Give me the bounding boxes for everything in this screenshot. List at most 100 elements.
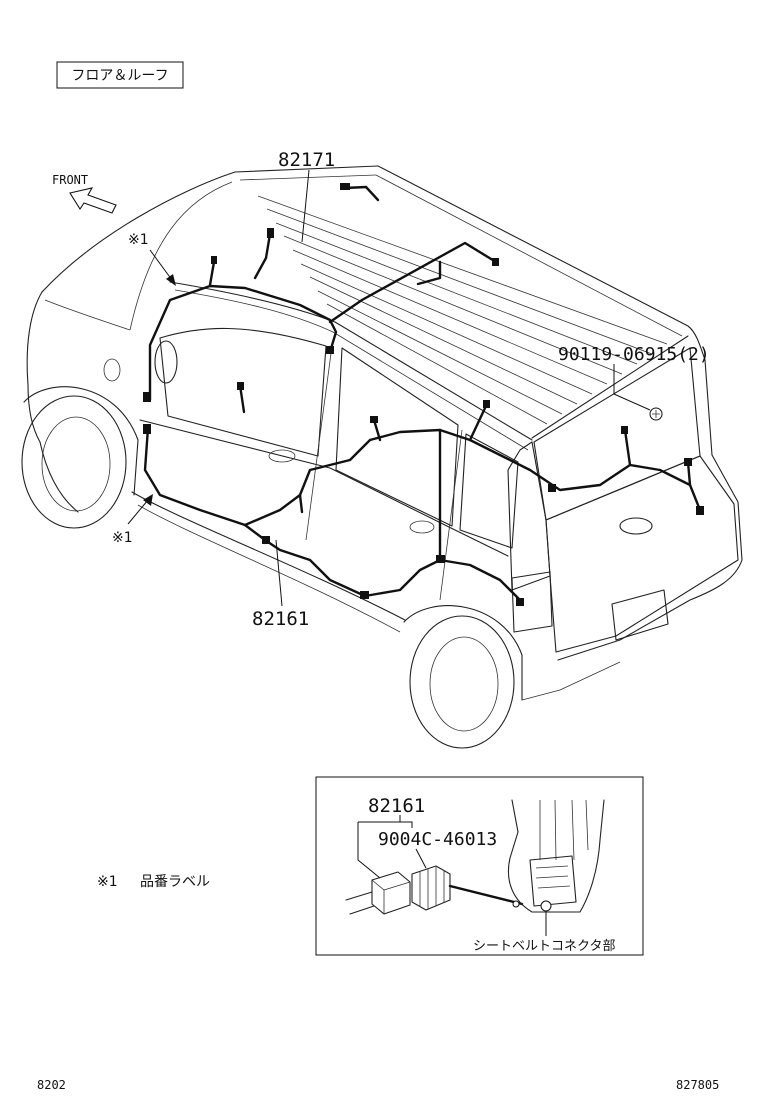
leader-line xyxy=(613,364,651,411)
roof-harness-cross xyxy=(328,241,498,324)
front-direction-indicator: FRONT xyxy=(52,173,117,214)
harness-connector xyxy=(340,183,350,190)
callout-82161: 82161 xyxy=(252,539,309,630)
roof-harness-branch xyxy=(253,232,272,280)
harness-connector xyxy=(370,416,378,423)
inset-caption: シートベルトコネクタ部 xyxy=(473,939,615,954)
inset-part-sub: 9004C-46013 xyxy=(378,829,497,850)
front-door-handle xyxy=(268,449,296,463)
front-label: FRONT xyxy=(52,173,88,187)
harness-connector xyxy=(436,555,445,563)
note-mark: ※1 xyxy=(97,874,118,890)
section-label-frame xyxy=(56,61,184,89)
front-tire xyxy=(21,395,127,529)
connector-face xyxy=(371,879,411,914)
clip-drawing xyxy=(411,865,451,911)
roof-side-rail xyxy=(169,281,533,441)
note-arrow-head-icon xyxy=(143,494,153,506)
footer-right-code: 827805 xyxy=(676,1078,719,1092)
harness-connector-drawing xyxy=(345,871,411,915)
roof-rib xyxy=(257,195,668,345)
part-number-82171: 82171 xyxy=(278,149,335,171)
seatbelt-detail xyxy=(507,799,605,936)
leader-line xyxy=(415,848,427,869)
b-pillar xyxy=(305,345,333,541)
vehicle-outline xyxy=(21,165,743,749)
roof-rib xyxy=(309,276,578,405)
roof-rib xyxy=(326,303,548,425)
rear-side-window xyxy=(335,347,459,527)
harness-connector xyxy=(262,536,270,544)
rocker-panel-lower xyxy=(137,504,401,633)
front-side-window xyxy=(159,327,327,457)
harness-connector xyxy=(684,458,692,466)
front-wheel-arch xyxy=(23,386,139,496)
seatbelt-connector xyxy=(529,855,577,907)
note-arrow-line xyxy=(127,499,149,525)
harness-connector xyxy=(143,392,151,402)
harness-connector xyxy=(483,400,490,408)
bolt-icon xyxy=(540,900,552,912)
callout-82171: 82171 xyxy=(278,149,335,243)
floor-harness-rear-run xyxy=(243,428,702,527)
inset-frame xyxy=(315,776,644,956)
rear-bumper-bottom xyxy=(521,661,621,701)
license-plate xyxy=(611,589,669,641)
roof-rib xyxy=(266,208,653,355)
rear-wheel xyxy=(403,605,523,749)
windshield-inner-line xyxy=(129,181,233,331)
harness-connector xyxy=(326,346,334,354)
footer-left-code: 8202 xyxy=(37,1078,66,1092)
wire-harness-82161 xyxy=(143,382,704,606)
callout-90119: 90119-06915(2) xyxy=(558,344,710,421)
leader-line xyxy=(301,169,310,243)
roof-harness-branch xyxy=(416,260,442,286)
note-text: 品番ラベル xyxy=(140,874,210,890)
floor-harness-branch xyxy=(298,493,304,514)
floor-harness-branch xyxy=(372,418,382,442)
part-number-90119: 90119-06915(2) xyxy=(558,344,710,365)
roof-harness-branch xyxy=(208,260,216,287)
front-bumper xyxy=(39,441,79,513)
harness-connector xyxy=(696,506,704,515)
roof-rib xyxy=(317,290,563,415)
roof-harness-main xyxy=(148,284,338,402)
note-arrow-line xyxy=(149,249,173,281)
front-arrow-icon xyxy=(69,187,117,214)
rear-window xyxy=(533,347,701,521)
inset-bracket xyxy=(357,815,413,879)
bolt-icon xyxy=(512,900,520,908)
note-mark-label: ※1 xyxy=(112,530,133,546)
harness-connector xyxy=(211,256,217,264)
harness-connector xyxy=(267,228,274,238)
harness-connector xyxy=(143,424,151,434)
rear-wheel-arch xyxy=(403,605,523,701)
clip-body xyxy=(411,865,451,911)
floor-harness-branch xyxy=(468,404,488,442)
roof-rib xyxy=(292,249,608,385)
floor-harness-branch xyxy=(623,428,632,467)
install-arrow-line xyxy=(448,884,524,906)
side-mirror xyxy=(154,340,178,384)
connector-body xyxy=(371,871,411,915)
rocker-panel xyxy=(131,491,406,621)
roof-rib xyxy=(283,235,623,375)
rear-hatch xyxy=(507,347,743,701)
section-label: フロア＆ルーフ xyxy=(71,68,168,84)
side-beltline xyxy=(139,419,509,557)
harness-connector xyxy=(516,598,524,606)
front-face xyxy=(26,291,43,443)
rear-rim xyxy=(429,636,499,732)
harness-connector xyxy=(237,382,244,390)
inset-part-main: 82161 xyxy=(368,795,425,817)
harness-connector xyxy=(621,426,628,434)
front-lamp xyxy=(103,358,121,382)
front-wheel xyxy=(21,386,139,529)
note-mark-label: ※1 xyxy=(128,232,149,248)
part-number-82161: 82161 xyxy=(252,608,309,630)
roof-rail xyxy=(375,174,683,337)
seatbelt-connector-detail xyxy=(535,865,571,889)
label-note: ※1 品番ラベル xyxy=(97,874,210,890)
seat-panel-line xyxy=(539,799,589,861)
